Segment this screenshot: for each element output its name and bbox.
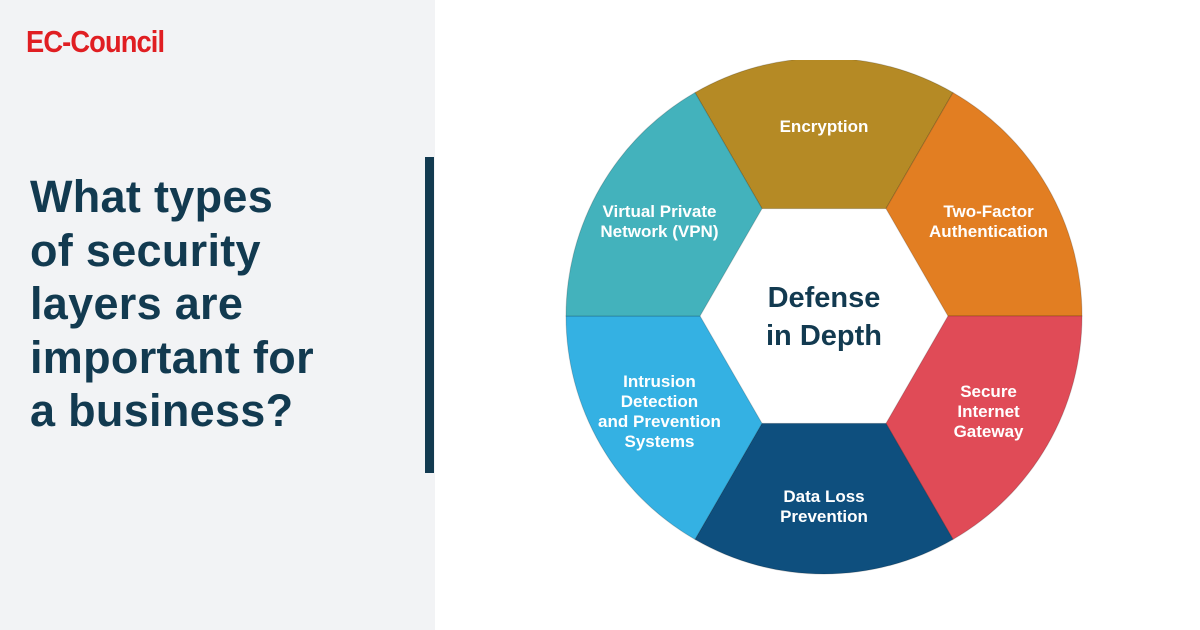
segment-encryption (694, 60, 954, 210)
headline: What types of security layers are import… (30, 171, 314, 437)
label-encryption: Encryption (780, 117, 869, 136)
ec-council-logo: EC-Council (26, 24, 165, 59)
segment-data-loss-prevention (694, 422, 954, 575)
segment-vpn (565, 91, 763, 317)
vertical-divider (425, 157, 434, 473)
segment-intrusion-detection-prevention (565, 315, 763, 541)
diagram-segments (565, 60, 1083, 575)
segment-secure-internet-gateway (885, 315, 1083, 541)
left-panel: EC-Council What types of security layers… (0, 0, 435, 630)
segment-two-factor-authentication (885, 91, 1083, 317)
